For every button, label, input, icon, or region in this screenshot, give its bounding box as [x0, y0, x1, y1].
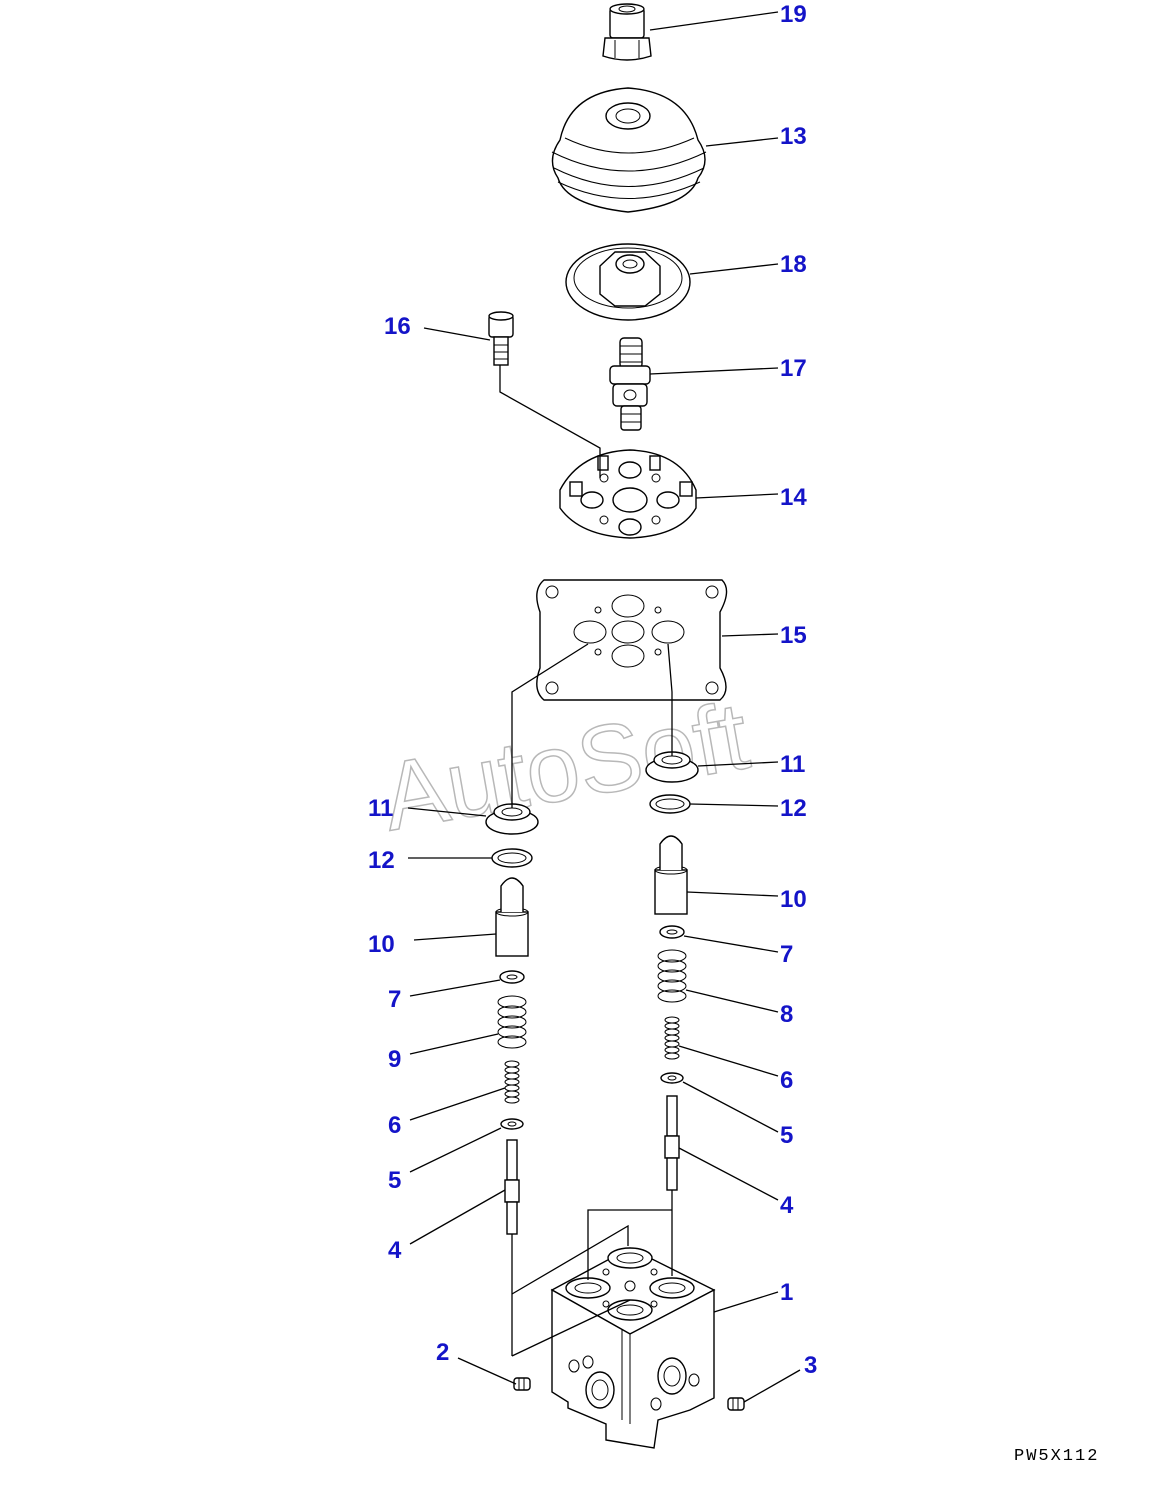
part-1-valve-body	[550, 1247, 716, 1449]
part-10-piston-left	[495, 877, 529, 957]
callout-9-left: 9	[388, 1046, 401, 1073]
callout-16: 16	[384, 313, 411, 340]
part-4-rod-left	[504, 1139, 520, 1235]
part-10-piston-right	[654, 835, 688, 915]
callout-19: 19	[780, 1, 807, 28]
part-5-washer-left	[500, 1118, 524, 1130]
part-6-spring-right	[664, 1016, 680, 1060]
part-12-ring-right	[649, 794, 691, 814]
callout-12-left: 12	[368, 847, 395, 874]
callout-17: 17	[780, 355, 807, 382]
drawing-code: PW5X112	[1014, 1447, 1099, 1466]
part-17-joint	[609, 337, 651, 431]
part-19-nut	[602, 3, 652, 61]
callout-3: 3	[804, 1352, 817, 1379]
part-11-seal-right	[645, 751, 699, 783]
part-15-plate	[536, 579, 728, 701]
part-2-plug	[513, 1377, 531, 1391]
part-7-washer-left	[499, 970, 525, 984]
callout-15: 15	[780, 622, 807, 649]
part-16-bolt	[488, 311, 514, 366]
callout-11-left: 11	[368, 795, 393, 822]
callout-4-left: 4	[388, 1237, 402, 1264]
callout-labels: 19 13 18 16 17 14 15 11 11 12 12 10 10 7…	[368, 1, 817, 1379]
leader-lines	[407, 11, 801, 1403]
part-18-plate	[565, 243, 691, 321]
watermark: AutoSoft	[375, 682, 756, 851]
part-12-ring-left	[491, 848, 533, 868]
callout-8-right: 8	[780, 1001, 793, 1028]
callout-13: 13	[780, 123, 807, 150]
part-11-seal-left	[485, 803, 539, 835]
callout-10-right: 10	[780, 886, 807, 913]
part-13-boot	[551, 87, 707, 213]
part-8-spring-right	[657, 949, 687, 1003]
callout-14: 14	[780, 484, 807, 511]
callout-11-right: 11	[780, 751, 805, 778]
callout-7-left: 7	[388, 986, 401, 1013]
callout-5-right: 5	[780, 1122, 793, 1149]
callout-18: 18	[780, 251, 807, 278]
callout-1: 1	[780, 1279, 793, 1306]
callout-2: 2	[436, 1339, 449, 1366]
assembly-guide-lines	[499, 365, 673, 1357]
part-6-spring-left	[504, 1060, 520, 1104]
callout-12-right: 12	[780, 795, 807, 822]
callout-6-left: 6	[388, 1112, 401, 1139]
part-7-washer-right	[659, 925, 685, 939]
callout-4-right: 4	[780, 1192, 794, 1219]
part-9-spring-left	[497, 995, 527, 1049]
callout-6-right: 6	[780, 1067, 793, 1094]
part-4-rod-right	[664, 1095, 680, 1191]
part-5-washer-right	[660, 1072, 684, 1084]
callout-7-right: 7	[780, 941, 793, 968]
callout-10-left: 10	[368, 931, 395, 958]
callout-5-left: 5	[388, 1167, 401, 1194]
part-3-plug	[727, 1397, 745, 1411]
part-14-cam-plate	[559, 449, 697, 539]
